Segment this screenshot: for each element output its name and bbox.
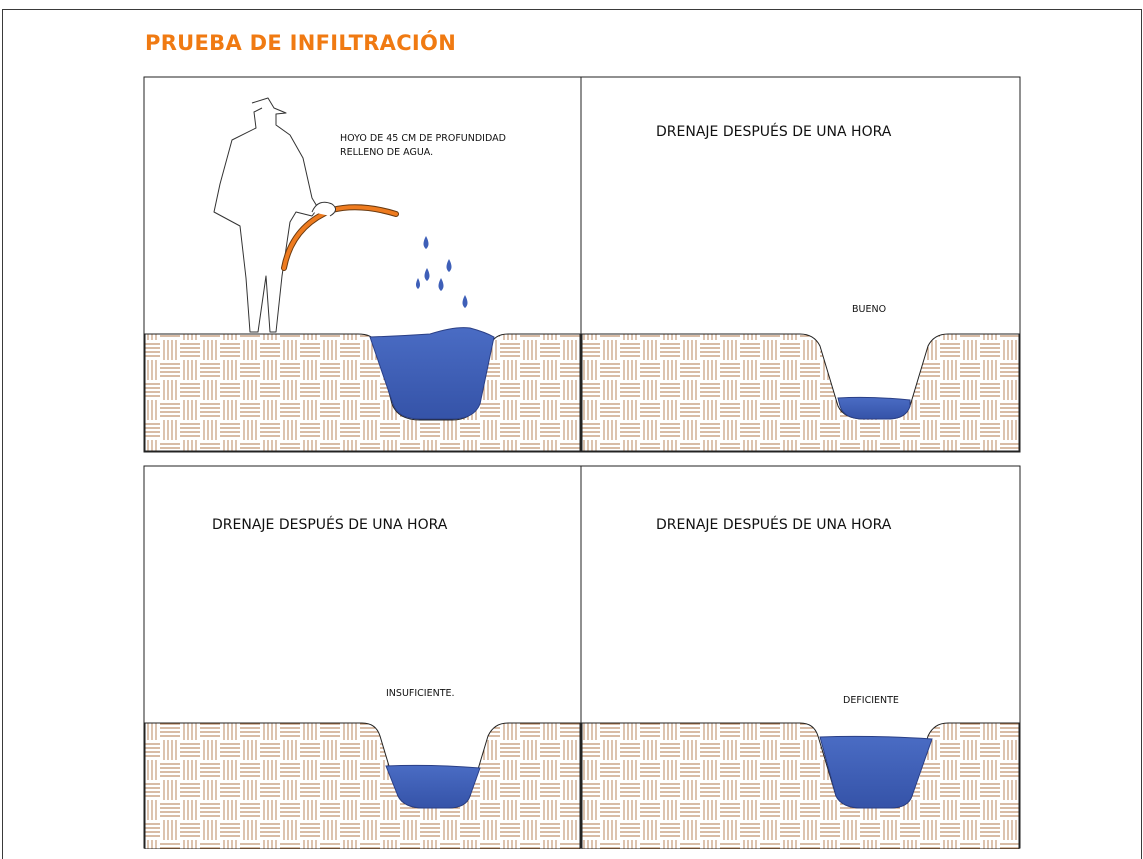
water-low (837, 396, 911, 420)
panel-fill-heading: HOYO DE 45 CM DE PROFUNDIDAD (340, 133, 506, 144)
water-drop-icon (416, 236, 468, 308)
water-high (819, 735, 933, 809)
water-medium (385, 764, 481, 809)
soil-ground (144, 333, 581, 452)
panel-deficient-heading: DRENAJE DESPUÉS DE UNA HORA (656, 516, 892, 533)
panel-insufficient: DRENAJE DESPUÉS DE UNA HORA INSUFICIENTE… (143, 465, 582, 849)
page-frame (2, 9, 1142, 859)
water-full (369, 327, 495, 420)
soil-ground (581, 722, 1020, 849)
panel-insufficient-result: INSUFICIENTE. (386, 688, 455, 699)
panel-good: DRENAJE DESPUÉS DE UNA HORA BUENO (580, 76, 1021, 453)
panel-insufficient-heading: DRENAJE DESPUÉS DE UNA HORA (212, 516, 448, 533)
person-outline-icon (213, 97, 319, 333)
soil-ground (144, 722, 581, 849)
panel-deficient: DRENAJE DESPUÉS DE UNA HORA DEFICIENTE (580, 465, 1021, 849)
panel-good-result: BUENO (852, 304, 886, 315)
panel-deficient-result: DEFICIENTE (843, 695, 899, 706)
page-title: PRUEBA DE INFILTRACIÓN (145, 31, 457, 55)
panel-fill-subheading: RELLENO DE AGUA. (340, 147, 433, 158)
panel-good-heading: DRENAJE DESPUÉS DE UNA HORA (656, 123, 892, 140)
panel-fill: HOYO DE 45 CM DE PROFUNDIDAD RELLENO DE … (143, 76, 582, 453)
soil-ground (581, 333, 1020, 452)
